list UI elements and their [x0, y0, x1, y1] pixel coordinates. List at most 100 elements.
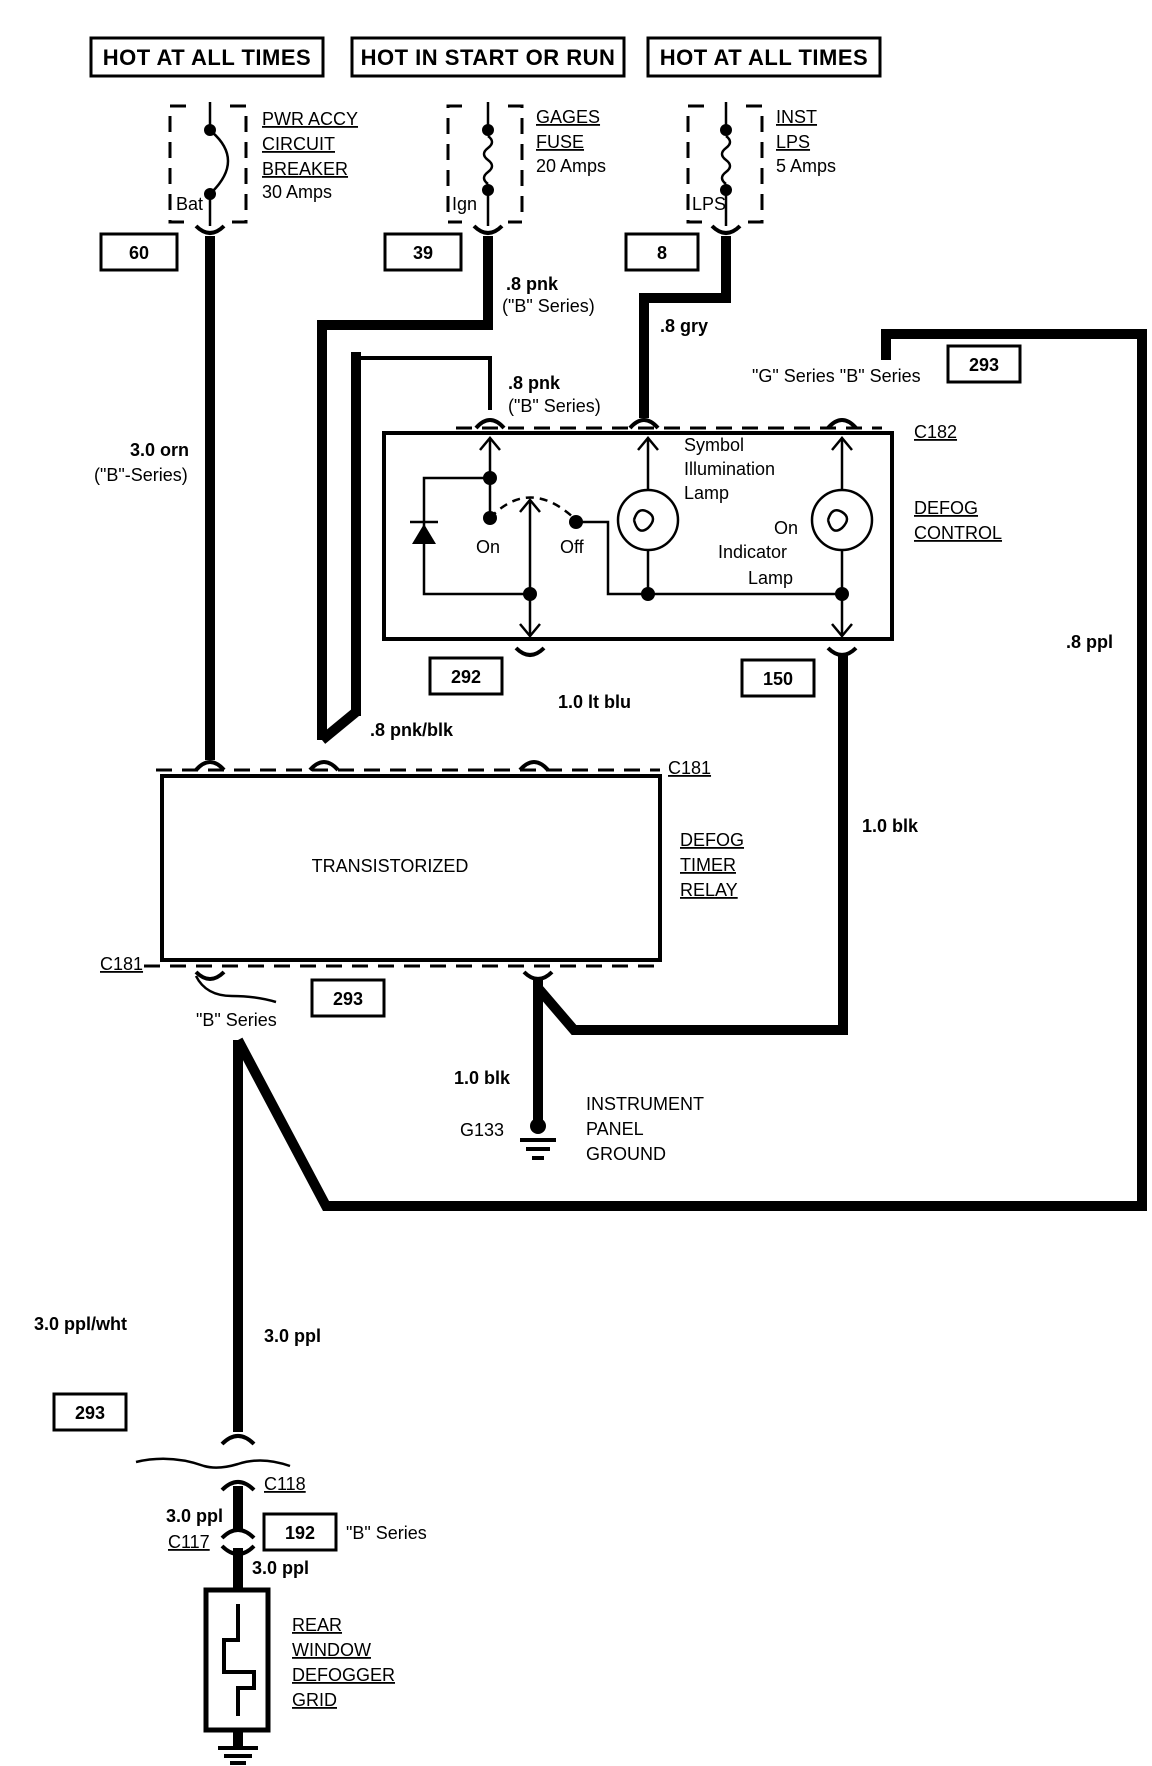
timer-relay-title: RELAY	[680, 880, 738, 900]
connector-c117: C117	[168, 1532, 210, 1552]
connector-cap-icon	[308, 760, 340, 772]
connector-cup-icon	[826, 646, 858, 657]
connector-c182: C182	[914, 422, 957, 442]
circuit-number: 60	[129, 243, 149, 263]
circuit-box-39: 39	[383, 232, 463, 272]
defog-control-title: DEFOG	[914, 498, 978, 518]
breaker-rating: 30 Amps	[262, 182, 332, 202]
ground-id: G133	[460, 1120, 504, 1140]
indicator-lamp-label: Indicator	[718, 542, 787, 562]
wire-1-0-blk	[534, 655, 848, 1035]
symbol-lamp-icon	[616, 488, 680, 552]
ground-label: PANEL	[586, 1119, 644, 1139]
breaker-label: CIRCUIT	[262, 134, 335, 154]
connector-cap-icon	[826, 418, 858, 430]
wire-8-gry	[639, 236, 731, 418]
connector-cup-icon	[194, 970, 226, 981]
header-label: HOT IN START OR RUN	[361, 45, 616, 70]
connector-cup-icon	[522, 970, 554, 981]
circuit-box-292: 292	[428, 656, 504, 696]
header-hot-in-start-or-run: HOT IN START OR RUN	[350, 36, 626, 78]
fuse-icon	[720, 124, 732, 136]
breaker-label: BREAKER	[262, 159, 348, 179]
wire-pnk-to-switch	[356, 356, 492, 410]
instrument-panel-ground: G133 INSTRUMENT PANEL GROUND	[460, 1094, 704, 1164]
wire-label: 3.0 ppl/wht	[34, 1314, 127, 1334]
connector-cup-icon	[514, 646, 546, 657]
circuit-number: 150	[763, 669, 793, 689]
connector-cup-icon	[472, 224, 504, 235]
relay-inner-label: TRANSISTORIZED	[312, 856, 469, 876]
wire-label: .8 gry	[660, 316, 708, 336]
circuit-number: 292	[451, 667, 481, 687]
circuit-box-150: 150	[740, 658, 816, 698]
gages-fuse: Ign GAGES FUSE 20 Amps	[446, 102, 606, 226]
heating-grid-icon	[222, 1604, 256, 1716]
circuit-number: 293	[333, 989, 363, 1009]
grid-label: DEFOGGER	[292, 1665, 395, 1685]
connector-cup-icon	[710, 224, 742, 235]
pwr-accy-circuit-breaker: Bat PWR ACCY CIRCUIT BREAKER 30 Amps	[168, 102, 358, 226]
fuse-icon	[482, 124, 494, 136]
series-brace-icon	[194, 975, 277, 1004]
fuse-terminal: Ign	[452, 194, 477, 214]
inst-lps-fuse: LPS INST LPS 5 Amps	[686, 102, 836, 226]
symbol-lamp-label: Symbol	[684, 435, 744, 455]
header-label: HOT AT ALL TIMES	[103, 45, 311, 70]
wire-8-ppl	[233, 329, 1147, 1211]
rear-window-defogger-grid: REAR WINDOW DEFOGGER GRID	[203, 1587, 395, 1765]
wire-label: "G" Series "B" Series	[752, 366, 921, 386]
fuse-terminal: LPS	[692, 194, 726, 214]
wire-label: 3.0 ppl	[166, 1506, 223, 1526]
wire-label: 1.0 blk	[454, 1068, 511, 1088]
breaker-terminal: Bat	[176, 194, 203, 214]
defog-control-title: CONTROL	[914, 523, 1002, 543]
fuse-label: FUSE	[536, 132, 584, 152]
fuse-rating: 20 Amps	[536, 156, 606, 176]
timer-relay-title: TIMER	[680, 855, 736, 875]
circuit-number: 293	[969, 355, 999, 375]
grid-label: GRID	[292, 1690, 337, 1710]
switch-on-label: On	[476, 537, 500, 557]
connector-cap-icon	[194, 760, 226, 772]
indicator-lamp-label: Lamp	[748, 568, 793, 588]
connector-cap-icon	[220, 1528, 256, 1540]
defog-timer-relay: TRANSISTORIZED	[144, 760, 662, 981]
ground-label: INSTRUMENT	[586, 1094, 704, 1114]
wire-label: ("B" Series)	[508, 396, 601, 416]
indicator-lamp-label: On	[774, 518, 798, 538]
fuse-label: LPS	[776, 132, 810, 152]
grid-label: WINDOW	[292, 1640, 371, 1660]
wire-label: 1.0 blk	[862, 816, 919, 836]
header-hot-at-all-times-1: HOT AT ALL TIMES	[89, 36, 325, 78]
wire-label: ("B" Series)	[502, 296, 595, 316]
breaker-label: PWR ACCY	[262, 109, 358, 129]
wire-label: "B" Series	[346, 1523, 427, 1543]
wire-label: 1.0 lt blu	[558, 692, 631, 712]
symbol-lamp-label: Illumination	[684, 459, 775, 479]
indicator-lamp-icon	[810, 488, 874, 552]
fuse-rating: 5 Amps	[776, 156, 836, 176]
symbol-lamp-label: Lamp	[684, 483, 729, 503]
connector-c118: C118	[264, 1474, 306, 1494]
header-hot-at-all-times-2: HOT AT ALL TIMES	[646, 36, 882, 78]
connector-cup-icon	[194, 224, 226, 235]
circuit-number: 192	[285, 1523, 315, 1543]
wire-label: "B" Series	[196, 1010, 277, 1030]
wire-label: .8 pnk/blk	[370, 720, 454, 740]
circuit-box-293-top: 293	[946, 344, 1022, 384]
circuit-box-293-low: 293	[52, 1392, 128, 1432]
diode-icon	[412, 524, 436, 544]
connector-cap-icon	[628, 418, 660, 430]
connector-cap-icon	[474, 418, 506, 430]
wire-pnk-b-series	[317, 236, 493, 740]
circuit-number: 39	[413, 243, 433, 263]
connector-cap-icon	[518, 760, 550, 772]
wire-label: 3.0 orn	[130, 440, 189, 460]
circuit-number: 8	[657, 243, 667, 263]
circuit-box-293-mid: 293	[310, 978, 386, 1018]
connector-c181: C181	[100, 954, 143, 974]
wire-label: .8 pnk	[508, 373, 561, 393]
wire-label: .8 ppl	[1066, 632, 1113, 652]
